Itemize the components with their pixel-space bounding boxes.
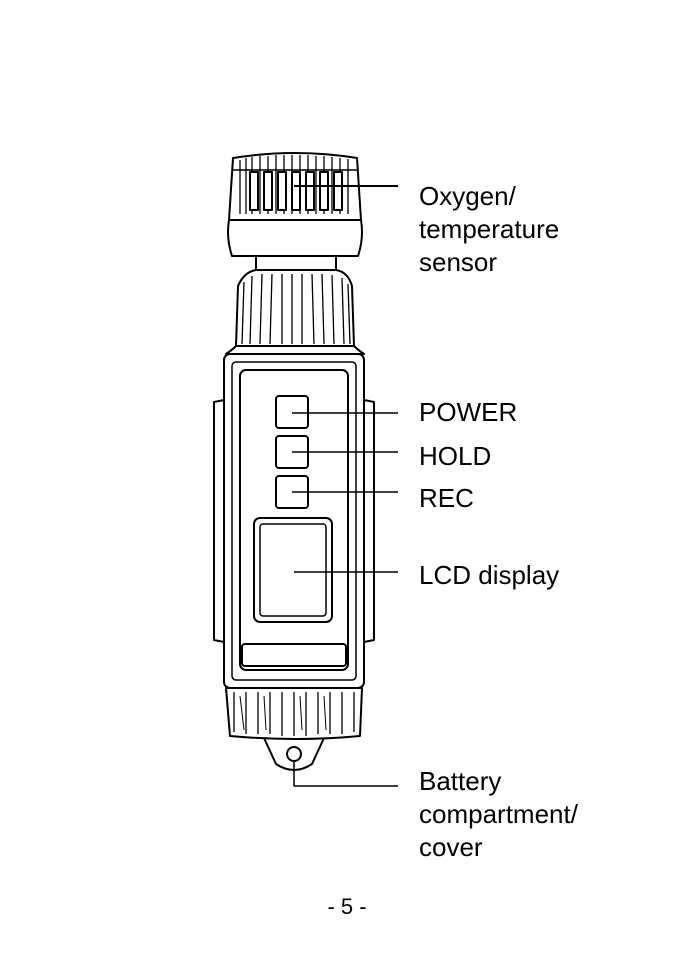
lcd-display [253,517,333,623]
label-sensor: Oxygen/ temperature sensor [419,180,559,279]
label-sensor-line-3: sensor [419,247,498,277]
label-battery: Battery compartment/ cover [419,765,578,864]
label-power: POWER [419,397,518,427]
label-battery-line-3: cover [419,832,483,862]
label-rec: REC [419,483,474,513]
sensor-cap [227,152,363,271]
label-sensor-line-2: temperature [419,214,560,244]
label-battery-line-1: Battery [419,766,502,796]
label-lcd: LCD display [419,560,560,590]
label-hold: HOLD [419,441,492,471]
label-battery-line-2: compartment/ [419,799,578,829]
battery-cover [225,687,363,771]
label-strip [241,643,347,667]
meter-body [213,353,375,689]
label-sensor-line-1: Oxygen/ [419,181,516,211]
lanyard-hole [286,746,302,762]
threaded-collar [225,269,365,355]
power-button[interactable] [275,395,309,429]
page-number: - 5 - [327,894,367,919]
leader-line-battery [293,762,398,787]
